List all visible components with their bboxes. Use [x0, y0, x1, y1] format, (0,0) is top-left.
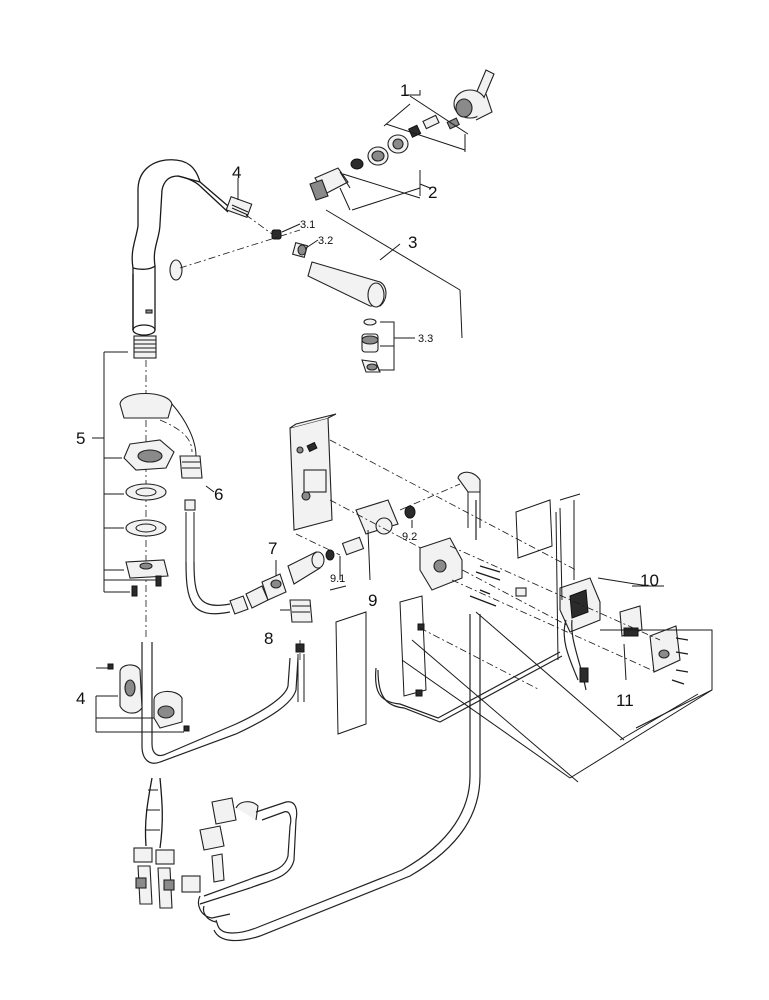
supply-hoses [133, 500, 481, 942]
label-part-11: 11 [616, 691, 634, 710]
faucet-body [131, 159, 253, 359]
label-part-6: 6 [214, 485, 223, 504]
label-part-9-2: 9.2 [402, 531, 417, 543]
control-box-10 [335, 493, 713, 783]
hose-bracket-4 [95, 663, 190, 733]
label-part-3-2: 3.2 [318, 235, 333, 247]
hose-connector-6 [159, 419, 231, 615]
label-part-7: 7 [268, 539, 277, 558]
label-part-3-1: 3.1 [300, 219, 315, 231]
valve-body-7 [229, 549, 335, 615]
mounting-kit [92, 351, 197, 597]
label-part-10: 10 [640, 571, 659, 590]
mounting-bracket-9 [289, 413, 577, 631]
label-part-9-1: 9.1 [330, 573, 345, 585]
handle-assembly [309, 69, 495, 211]
spray-head-assembly [271, 209, 463, 373]
label-part-1: 1 [400, 81, 409, 100]
label-part-4-top: 4 [232, 163, 241, 182]
label-part-2: 2 [428, 183, 437, 202]
label-part-5: 5 [76, 429, 85, 448]
label-part-3: 3 [408, 233, 417, 252]
label-part-8: 8 [264, 629, 273, 648]
label-part-3-3: 3.3 [418, 333, 433, 345]
part-labels: 1 2 3 3.1 3.2 3.3 4 4 5 6 7 8 9 9.1 9.2 … [76, 81, 659, 710]
label-part-4-bottom: 4 [76, 689, 85, 708]
label-part-9: 9 [368, 591, 377, 610]
